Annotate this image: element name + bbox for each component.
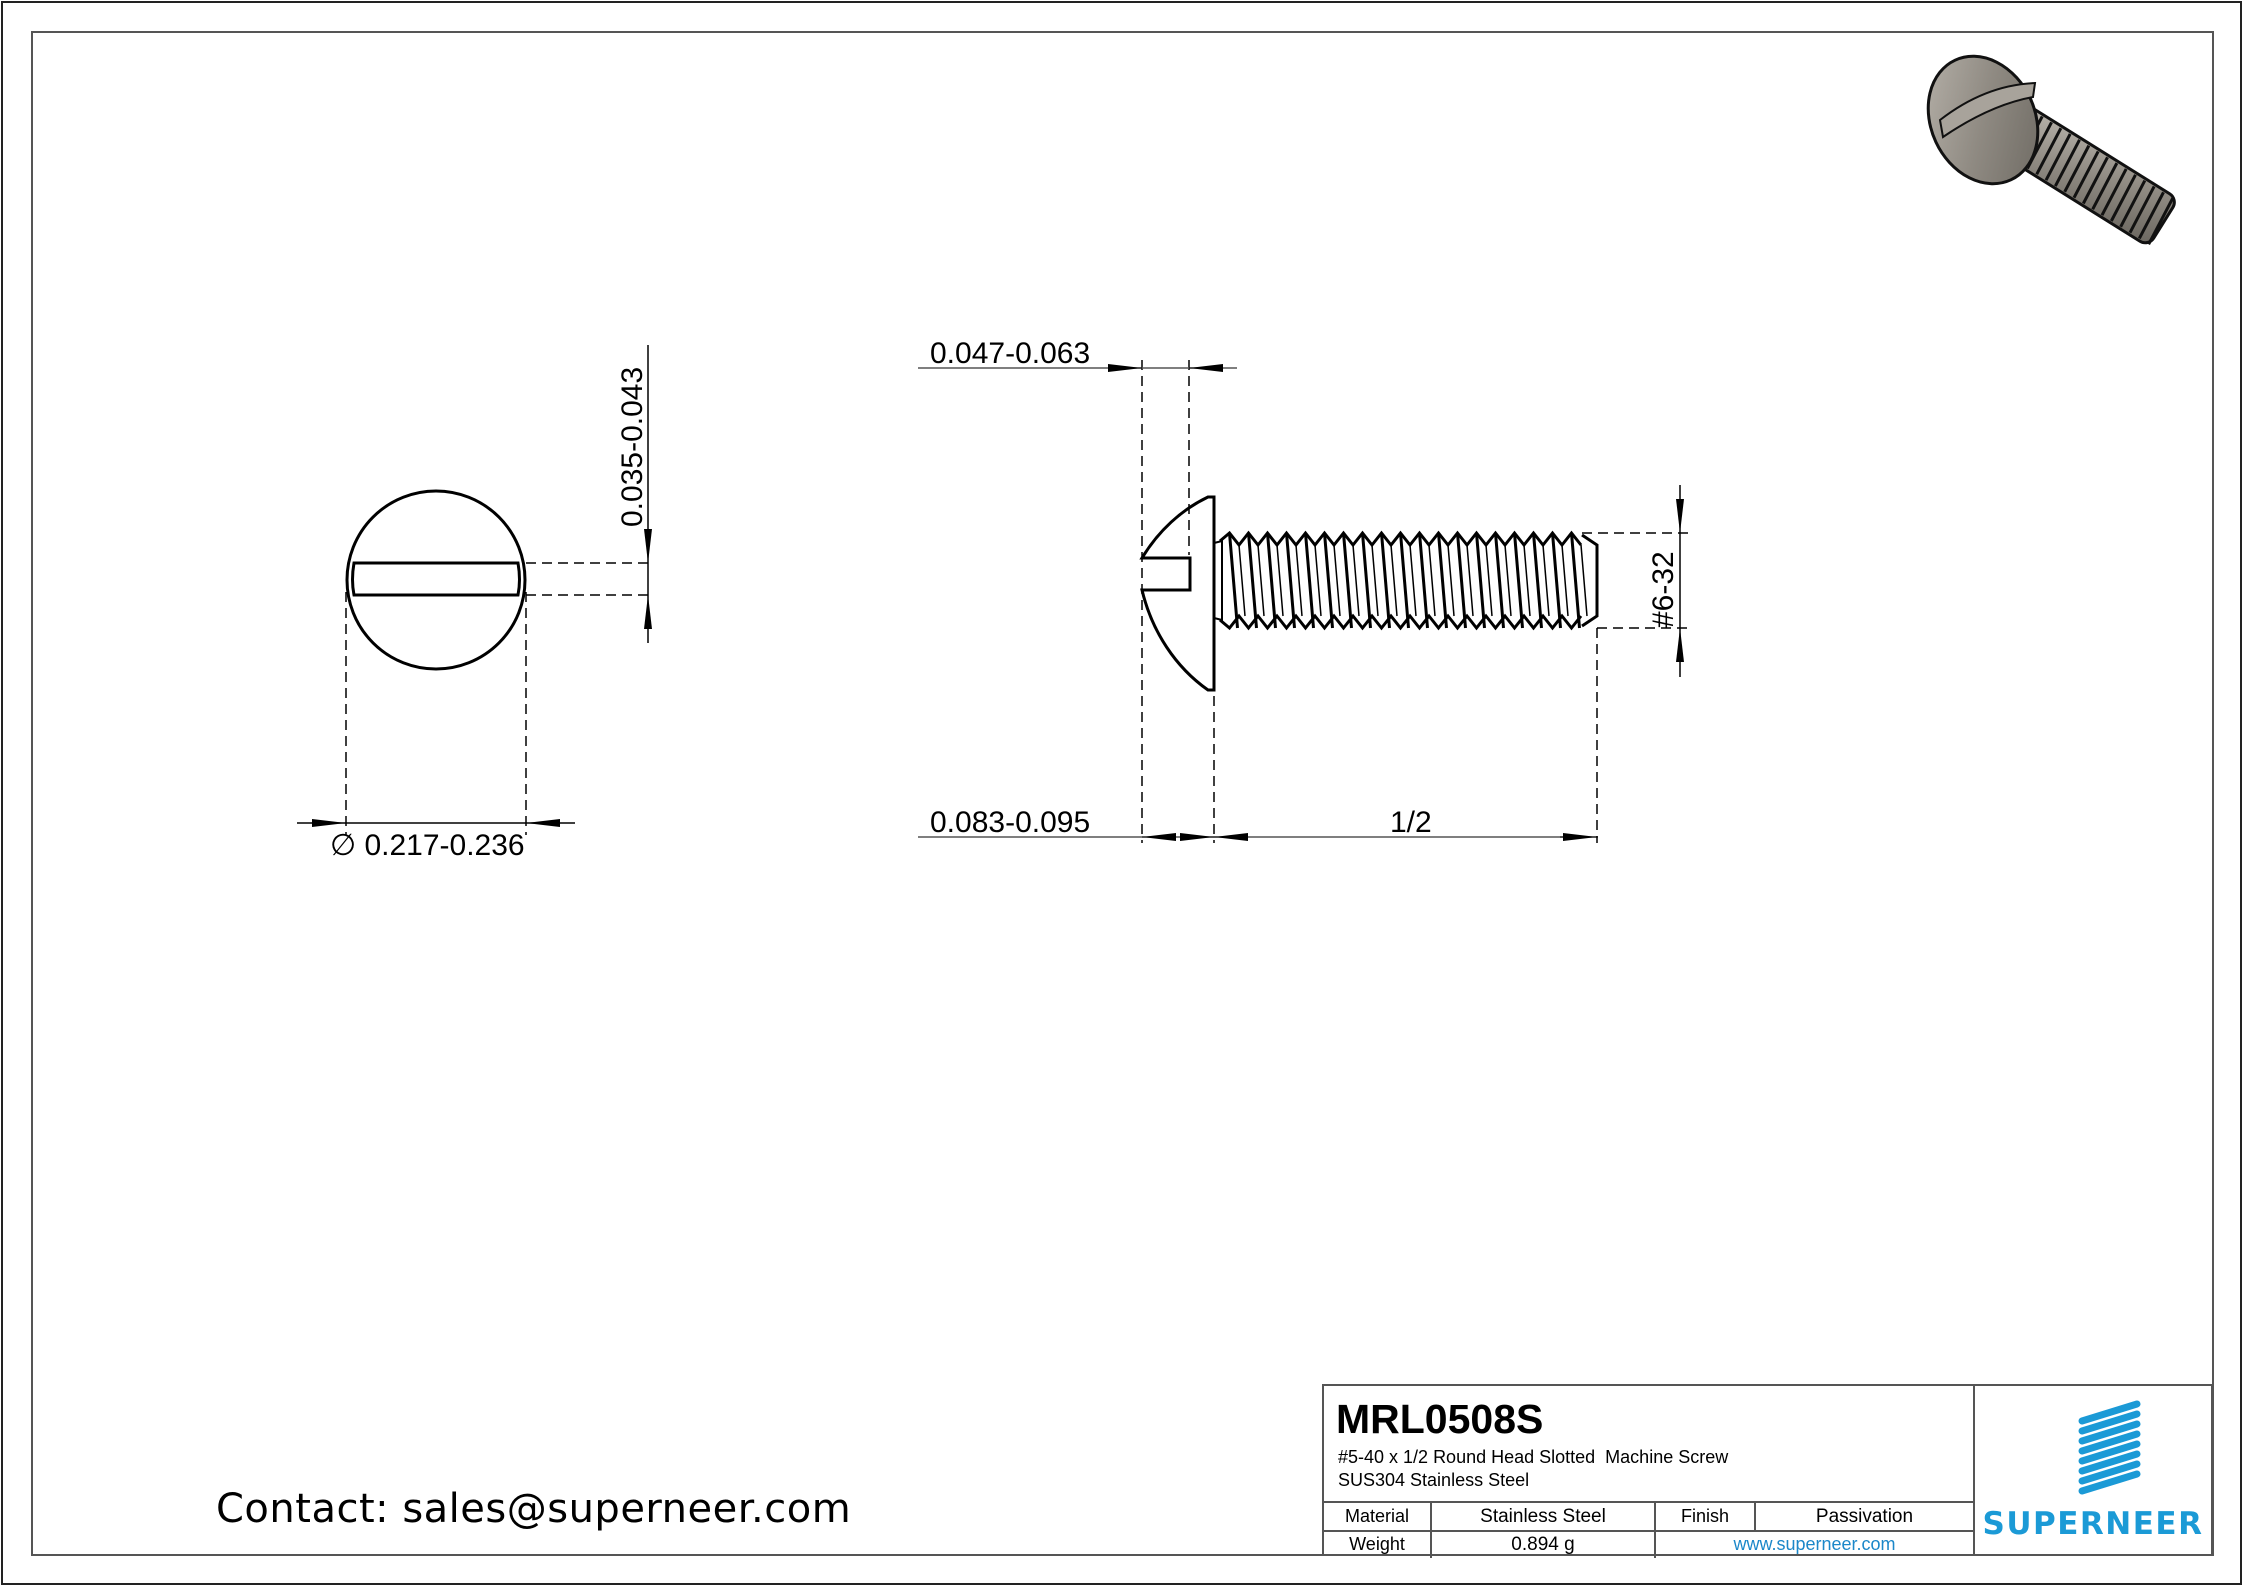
contact-email: Contact: sales@superneer.com <box>216 1486 852 1532</box>
top-view <box>297 345 652 835</box>
weight-value: 0.894 g <box>1430 1531 1654 1558</box>
side-view <box>918 360 1690 843</box>
spec-row-weight: Weight 0.894 g www.superneer.com <box>1324 1531 1973 1558</box>
logo-stripes-icon <box>2078 1400 2141 1495</box>
finish-value: Passivation <box>1754 1503 1973 1530</box>
material-label: Material <box>1344 1506 1410 1526</box>
part-number: MRL0508S <box>1336 1396 1544 1442</box>
spec-table: Material Stainless Steel Finish Passivat… <box>1324 1501 1973 1558</box>
head-diameter-label: ∅ 0.217-0.236 <box>330 829 525 862</box>
title-block-info: MRL0508S #5-40 x 1/2 Round Head Slotted … <box>1324 1386 1975 1558</box>
logo-text: SUPERNEER <box>1982 1506 2204 1542</box>
superneer-logo: SUPERNEER <box>1975 1386 2211 1554</box>
spec-row-material: Material Stainless Steel Finish Passivat… <box>1324 1503 1973 1532</box>
drawing-frame <box>31 31 2214 1556</box>
material-value: Stainless Steel <box>1430 1503 1654 1530</box>
website-link[interactable]: www.superneer.com <box>1654 1531 1973 1558</box>
slot-width-label: 0.035-0.043 <box>616 367 649 527</box>
screw-3d-render-icon <box>1926 54 2176 246</box>
description-line-1: #5-40 x 1/2 Round Head Slotted Machine S… <box>1338 1447 1729 1467</box>
title-block: MRL0508S #5-40 x 1/2 Round Head Slotted … <box>1322 1384 2213 1558</box>
description-line-2: SUS304 Stainless Steel <box>1338 1470 1530 1490</box>
finish-label: Finish <box>1654 1503 1754 1530</box>
length-label: 1/2 <box>1390 806 1432 839</box>
head-height-label: 0.083-0.095 <box>930 806 1090 839</box>
weight-label: Weight <box>1349 1534 1405 1554</box>
thread-size-label: #6-32 <box>1647 551 1680 628</box>
part-description: #5-40 x 1/2 Round Head Slotted Machine S… <box>1338 1446 1728 1492</box>
slot-depth-label: 0.047-0.063 <box>930 337 1090 370</box>
